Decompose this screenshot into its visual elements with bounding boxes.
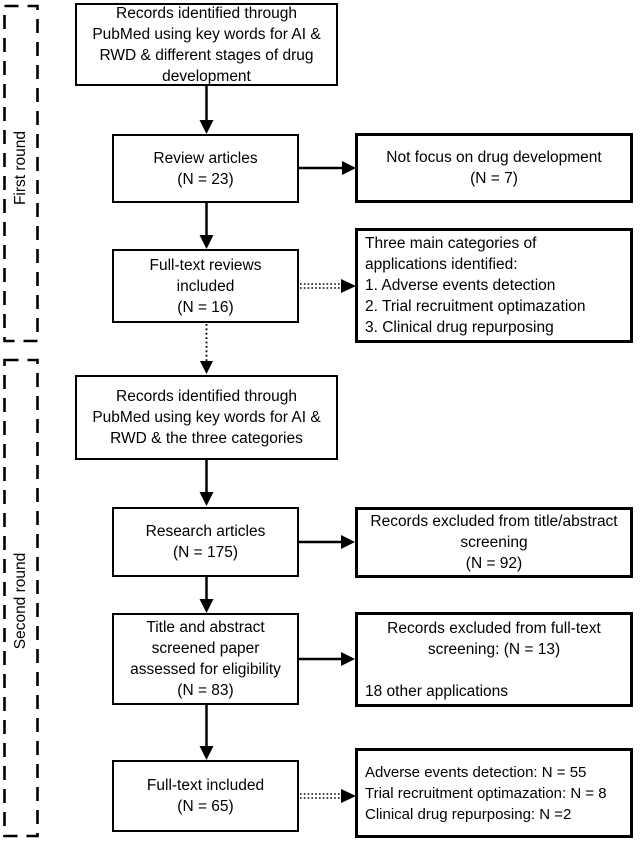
box-text-line: 3. Clinical drug repurposing: [365, 319, 554, 336]
box-text-line: Records identified through: [116, 4, 297, 22]
box-not-focus-drug-development: Not focus on drug development (N = 7): [355, 133, 633, 203]
box-text-line: (N = 65): [177, 798, 234, 815]
arrow-review-to-fulltextreviews: [199, 203, 214, 249]
box-text-line: (N = 83): [177, 682, 234, 699]
box-text-line: Full-text included: [146, 777, 265, 794]
box-text-line: (N = 23): [177, 170, 234, 188]
arrow-research-to-excluded1: [299, 535, 355, 549]
box-text-line: RWD & different stages of drug: [99, 46, 314, 64]
box-fulltext-reviews-included: Full-text reviews included (N = 16): [112, 249, 299, 323]
arrow-research-to-titleabstract: [199, 577, 214, 613]
arrow-review-to-notfocus: [299, 161, 356, 175]
box-text-line: screening: (N = 13): [427, 640, 561, 658]
box-text-line: Review articles: [153, 149, 258, 167]
box-text-line: Trial recruitment optimazation: N = 8: [365, 784, 607, 802]
second-round-label: Second round: [12, 552, 29, 650]
box-records-identified-second-round: Records identified through PubMed using …: [75, 375, 338, 460]
box-title-abstract-screened: Title and abstract screened paper assess…: [112, 613, 299, 705]
box-text-line: Title and abstract: [146, 619, 265, 636]
box-three-main-categories: Three main categories of applications id…: [355, 228, 633, 343]
box-text-line: Three main categories of: [365, 235, 537, 252]
dotted-arrow-fulltextreviews-to-records2: [200, 324, 213, 374]
box-research-articles: Research articles (N = 175): [112, 507, 299, 577]
box-review-articles: Review articles (N = 23): [112, 134, 299, 203]
box-excluded-fulltext: Records excluded from full-text screenin…: [355, 612, 633, 707]
box-text-line: (N = 16): [177, 298, 234, 316]
arrow-records2-to-research: [199, 460, 214, 506]
box-text-line: Not focus on drug development: [386, 149, 602, 166]
box-excluded-title-abstract: Records excluded from title/abstract scr…: [355, 507, 633, 578]
box-text-line: Full-text reviews: [149, 256, 262, 274]
box-text-line: screening: [460, 534, 528, 551]
box-text-line: assessed for eligibility: [130, 661, 281, 678]
arrow-titleabstract-to-excluded2: [299, 652, 355, 666]
box-text-line: screened paper: [151, 640, 260, 657]
box-text-line: PubMed using key words for AI &: [92, 25, 321, 43]
box-records-identified-first-round: Records identified through PubMed using …: [75, 3, 338, 86]
arrow-records1-to-review: [199, 86, 214, 134]
box-text-line: PubMed using key words for AI &: [92, 409, 321, 426]
box-text-line: Research articles: [145, 523, 266, 540]
box-text-line: applications identified:: [365, 256, 518, 273]
box-text-line: 2. Trial recruitment optimazation: [365, 298, 586, 315]
box-text-line: Records excluded from title/abstract: [370, 513, 618, 530]
dotted-arrow-fulltextincluded-to-counts: [300, 789, 356, 803]
dotted-arrow-fulltextreviews-to-categories: [300, 279, 356, 293]
box-text-line: Adverse events detection: N = 55: [365, 763, 587, 781]
box-text-line: included: [176, 277, 235, 295]
box-text-line: Clinical drug repurposing: N =2: [365, 805, 572, 823]
box-text-line: (N = 7): [470, 170, 518, 187]
box-text-line: [358, 660, 630, 681]
box-text-line: Records excluded from full-text: [387, 619, 601, 637]
box-text-line: 1. Adverse events detection: [365, 277, 556, 294]
box-text-line: RWD & the three categories: [110, 430, 303, 447]
arrow-titleabstract-to-fulltextincluded: [199, 705, 214, 760]
box-fulltext-included: Full-text included (N = 65): [112, 760, 299, 832]
first-round-label: First round: [12, 130, 29, 206]
box-text-line: (N = 175): [172, 544, 239, 561]
box-text-line: development: [162, 67, 251, 85]
box-text-line: 18 other applications: [365, 682, 509, 700]
box-text-line: Records identified through: [116, 388, 297, 405]
box-text-line: (N = 92): [465, 555, 523, 572]
box-final-category-counts: Adverse events detection: N = 55 Trial r…: [355, 748, 633, 838]
